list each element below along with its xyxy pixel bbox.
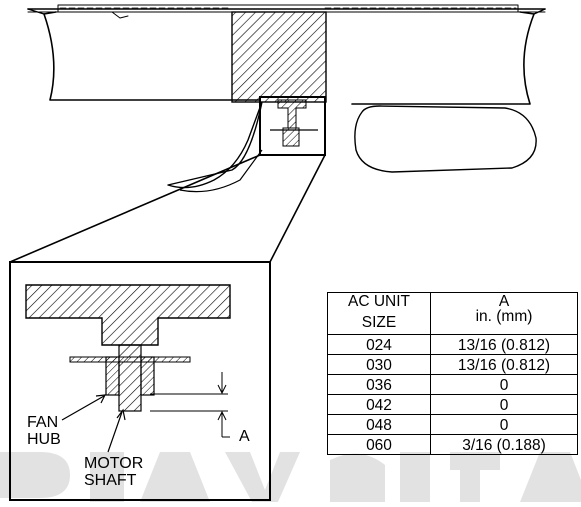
fan-blades — [167, 101, 537, 193]
cell-dimension-a: 3/16 (0.188) — [430, 434, 578, 455]
cell-unit-size: 036 — [327, 374, 431, 395]
table-row: 060 3/16 (0.188) — [327, 434, 578, 455]
table-row: 030 13/16 (0.812) — [327, 354, 578, 375]
table-row: 036 0 — [327, 374, 578, 395]
cell-dimension-a: 0 — [430, 374, 578, 395]
spec-table-header: AC UNIT SIZE A in. (mm) — [327, 292, 578, 335]
header-dimension-a: A in. (mm) — [430, 292, 578, 335]
header-col2-line1: A — [498, 293, 510, 310]
cell-dimension-a: 13/16 (0.812) — [430, 334, 578, 355]
detail-leaders — [9, 154, 326, 263]
motor-shaft-label-line1: MOTOR — [84, 455, 144, 472]
fan-hub-top — [231, 11, 327, 103]
table-row: 042 0 — [327, 394, 578, 415]
dimension-a-label: A — [239, 428, 250, 445]
motor-shaft-label: MOTOR SHAFT — [84, 455, 143, 489]
fan-hub-label: FAN HUB — [27, 414, 61, 448]
cell-unit-size: 048 — [327, 414, 431, 435]
enlarged-detail — [9, 261, 271, 501]
cell-unit-size: 060 — [327, 434, 431, 455]
cell-unit-size: 024 — [327, 334, 431, 355]
header-col2-line2: in. (mm) — [475, 308, 533, 325]
spec-table: AC UNIT SIZE A in. (mm) 024 13/16 (0.812… — [327, 292, 578, 455]
header-col1-line2: SIZE — [361, 314, 397, 331]
fan-hub-label-line1: FAN — [27, 414, 59, 431]
cell-unit-size: 042 — [327, 394, 431, 415]
cell-dimension-a: 0 — [430, 394, 578, 415]
fan-hub-label-line2: HUB — [27, 431, 61, 448]
detail-source-box — [259, 96, 326, 156]
cell-dimension-a: 0 — [430, 414, 578, 435]
header-ac-unit-size: AC UNIT SIZE — [327, 292, 431, 335]
cell-unit-size: 030 — [327, 354, 431, 375]
table-row: 048 0 — [327, 414, 578, 435]
cell-dimension-a: 13/16 (0.812) — [430, 354, 578, 375]
table-row: 024 13/16 (0.812) — [327, 334, 578, 355]
header-col1-line1: AC UNIT — [348, 293, 410, 310]
motor-shaft-label-line2: SHAFT — [84, 472, 137, 489]
